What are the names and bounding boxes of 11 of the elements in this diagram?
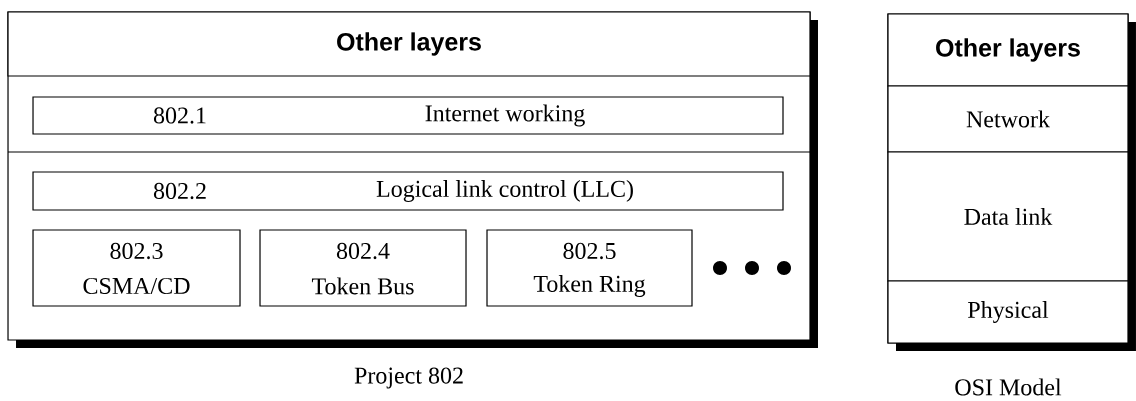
layer-band: Other layers xyxy=(7,11,811,77)
standard-box: 802.3 CSMA/CD xyxy=(32,229,241,307)
layer-band: Network xyxy=(887,85,1129,153)
standard-box: 802.4 Token Bus xyxy=(259,229,467,307)
layer-band: Physical xyxy=(887,280,1129,344)
standard-box: 802.2 Logical link control (LLC) xyxy=(32,171,784,211)
layer-band: Other layers xyxy=(887,13,1129,87)
standard-box: 802.5 Token Ring xyxy=(486,229,693,307)
standard-box: 802.1 Internet working xyxy=(32,96,784,135)
box-caption: OSI Model xyxy=(955,378,1062,396)
box-caption: Project 802 xyxy=(354,367,463,389)
